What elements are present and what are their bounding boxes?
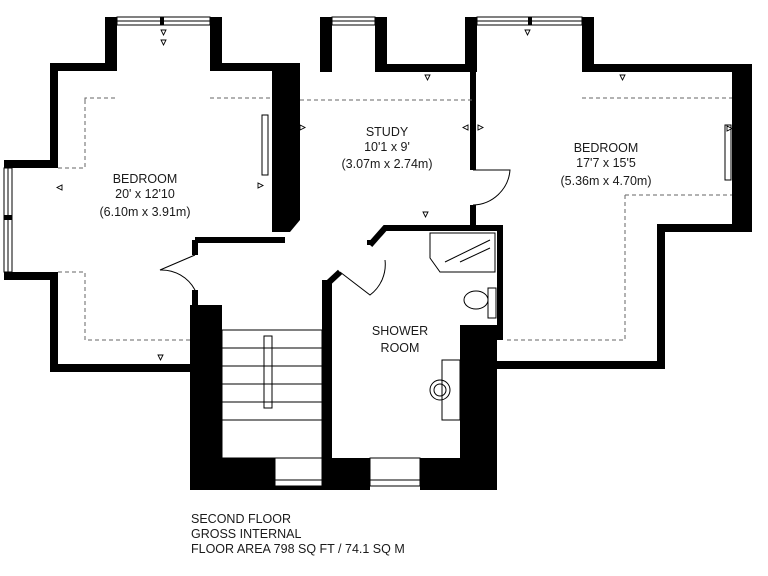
caption-floor: SECOND FLOOR bbox=[191, 512, 292, 526]
bedroom-left-metric: (6.10m x 3.91m) bbox=[99, 205, 190, 219]
bedroom-right-metric: (5.36m x 4.70m) bbox=[560, 174, 651, 188]
fixtures bbox=[261, 114, 732, 421]
basin-unit bbox=[441, 359, 461, 421]
windows bbox=[3, 16, 583, 487]
basin bbox=[429, 379, 451, 401]
room-label-study: STUDY 10'1 x 9' (3.07m x 2.74m) bbox=[341, 125, 432, 171]
room-label-shower: SHOWER ROOM bbox=[372, 324, 428, 355]
staircase bbox=[221, 329, 323, 459]
caption-gross-internal: GROSS INTERNAL bbox=[191, 527, 302, 541]
floor-area-caption: SECOND FLOOR GROSS INTERNAL FLOOR AREA 7… bbox=[191, 512, 405, 557]
radiator-right bbox=[724, 124, 732, 181]
outer-walls bbox=[4, 17, 752, 490]
study-name: STUDY bbox=[366, 125, 409, 139]
room-label-bedroom-right: BEDROOM 17'7 x 15'5 (5.36m x 4.70m) bbox=[560, 141, 651, 188]
ceiling-lines bbox=[58, 97, 732, 341]
markers bbox=[55, 29, 734, 362]
study-imperial: 10'1 x 9' bbox=[364, 140, 410, 154]
toilet bbox=[487, 287, 497, 319]
shower-tray bbox=[429, 232, 496, 273]
bedroom-right-imperial: 17'7 x 15'5 bbox=[576, 156, 636, 170]
room-label-bedroom-left: BEDROOM 20' x 12'10 (6.10m x 3.91m) bbox=[99, 172, 190, 219]
caption-floor-area: FLOOR AREA 798 SQ FT / 74.1 SQ M bbox=[191, 542, 405, 556]
bedroom-right-name: BEDROOM bbox=[574, 141, 639, 155]
interior-walls bbox=[192, 70, 503, 340]
study-metric: (3.07m x 2.74m) bbox=[341, 157, 432, 171]
shower-room-name-2: ROOM bbox=[381, 341, 420, 355]
radiator-left bbox=[261, 114, 269, 176]
bedroom-left-name: BEDROOM bbox=[113, 172, 178, 186]
shower-room-name-1: SHOWER bbox=[372, 324, 428, 338]
doors bbox=[159, 169, 511, 296]
bedroom-left-imperial: 20' x 12'10 bbox=[115, 187, 175, 201]
